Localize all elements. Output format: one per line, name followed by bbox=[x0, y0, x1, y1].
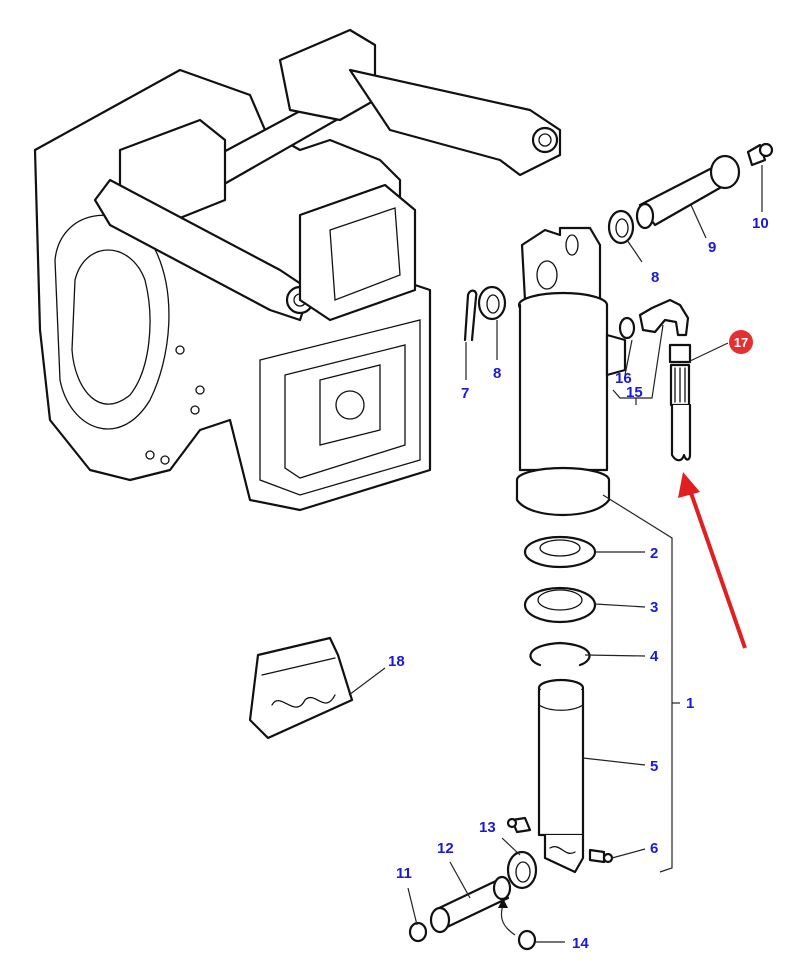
callout-18[interactable]: 18 bbox=[388, 653, 405, 670]
grease-nipple-6 bbox=[588, 848, 614, 864]
grease-nipple-10 bbox=[746, 142, 774, 167]
callout-17-badge[interactable]: 17 bbox=[729, 330, 753, 354]
cotter-pin-7 bbox=[463, 289, 478, 342]
callout-9[interactable]: 9 bbox=[708, 239, 716, 256]
callout-12[interactable]: 12 bbox=[437, 840, 454, 857]
o-ring-16 bbox=[618, 316, 636, 340]
circlip-4 bbox=[529, 641, 591, 667]
washer-8-top bbox=[607, 209, 635, 245]
seal-kit-18 bbox=[248, 636, 354, 740]
callout-17[interactable]: 17 bbox=[734, 335, 748, 350]
callout-8-top[interactable]: 8 bbox=[651, 269, 659, 286]
callout-11[interactable]: 11 bbox=[396, 865, 412, 882]
callout-10[interactable]: 10 bbox=[752, 215, 769, 232]
callout-6[interactable]: 6 bbox=[650, 840, 658, 857]
ring-14 bbox=[517, 929, 537, 951]
callout-14[interactable]: 14 bbox=[572, 935, 589, 952]
callout-3[interactable]: 3 bbox=[650, 599, 658, 616]
callout-4[interactable]: 4 bbox=[650, 648, 659, 665]
callout-2[interactable]: 2 bbox=[650, 545, 658, 562]
callout-1[interactable]: 1 bbox=[686, 695, 694, 712]
transmission-housing bbox=[33, 28, 562, 512]
seal-3 bbox=[523, 586, 597, 624]
leader-lines bbox=[348, 165, 763, 943]
ring-11 bbox=[408, 921, 428, 943]
pin-12 bbox=[429, 875, 512, 934]
callout-8-left[interactable]: 8 bbox=[493, 365, 501, 382]
callout-13[interactable]: 13 bbox=[479, 819, 496, 836]
highlight-arrow bbox=[678, 472, 747, 649]
assembly-arrow-head bbox=[498, 898, 508, 908]
seal-2 bbox=[523, 535, 597, 569]
washer-13 bbox=[506, 850, 538, 890]
assembly-arrow bbox=[500, 904, 516, 936]
callout-15[interactable]: 15 bbox=[626, 384, 643, 401]
callout-16[interactable]: 16 bbox=[615, 370, 632, 387]
elbow-fitting-15 bbox=[638, 298, 690, 337]
grease-nipple-top bbox=[506, 816, 532, 834]
callout-7[interactable]: 7 bbox=[461, 385, 469, 402]
pin-9 bbox=[635, 154, 741, 230]
callout-5[interactable]: 5 bbox=[650, 758, 658, 775]
lift-cylinder bbox=[515, 226, 627, 516]
piston-rod-5 bbox=[537, 678, 585, 874]
hose-17 bbox=[668, 343, 692, 462]
washer-8-left bbox=[477, 285, 507, 321]
